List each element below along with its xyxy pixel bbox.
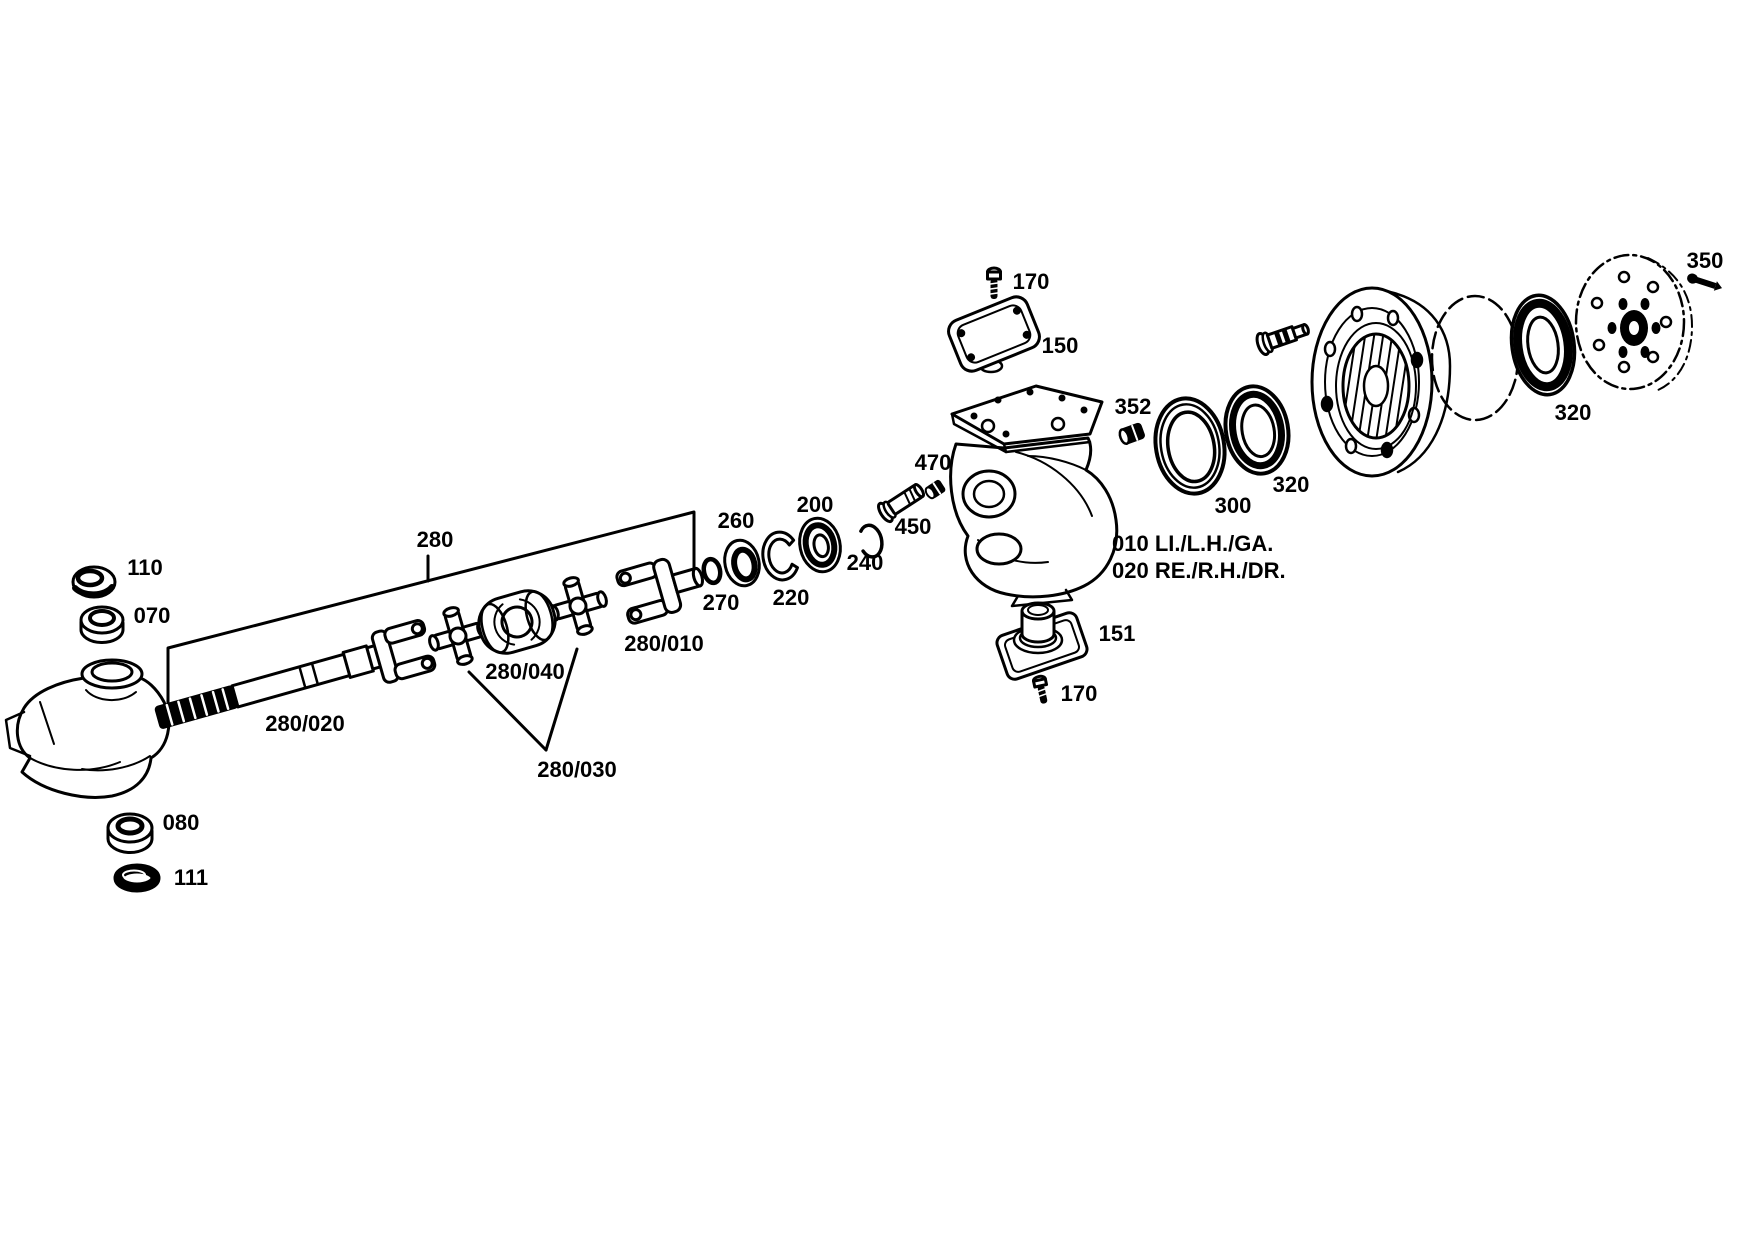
flange-350 [1574, 253, 1693, 391]
variant-note-line2: 020 RE./R.H./DR. [1112, 558, 1286, 583]
label-200: 200 [797, 492, 834, 517]
gasket-ring [1430, 294, 1520, 422]
bearing-200 [798, 516, 842, 574]
label-280-010: 280/010 [624, 631, 704, 656]
bearing-080 [106, 812, 154, 854]
bearing-ring-320-mid [1223, 384, 1291, 476]
label-280-040: 280/040 [485, 659, 565, 684]
axle-shaft-280-020 [154, 619, 437, 729]
label-280: 280 [417, 527, 454, 552]
cover-plate-150 [947, 295, 1041, 374]
label-111: 111 [174, 865, 208, 890]
label-280-030: 280/030 [537, 757, 617, 782]
seal-ring-110 [71, 565, 117, 599]
hex-bolt-450 [877, 483, 926, 524]
seal-ring-300 [1153, 396, 1227, 496]
label-350: 350 [1687, 248, 1724, 273]
label-150: 150 [1042, 333, 1079, 358]
label-270: 270 [703, 590, 740, 615]
bolt-350 [1687, 273, 1723, 291]
hub-stud-holes [1320, 305, 1424, 459]
wheel-stud-bolt [1255, 323, 1310, 357]
label-352: 352 [1115, 394, 1152, 419]
label-300: 300 [1215, 493, 1252, 518]
label-080: 080 [163, 810, 200, 835]
joint-yoke-280-010 [615, 557, 704, 625]
wheel-hub [1310, 286, 1452, 478]
bushing-352 [1118, 422, 1145, 446]
seal-ring-111 [113, 863, 161, 893]
label-070: 070 [134, 603, 171, 628]
bolt-170-bottom [1032, 674, 1049, 704]
knuckle-housing-left [4, 658, 171, 799]
label-280-020: 280/020 [265, 711, 345, 736]
label-240: 240 [847, 550, 884, 575]
label-110: 110 [127, 555, 163, 580]
label-450: 450 [895, 514, 932, 539]
bolt-170-top [986, 266, 1002, 299]
group-280-bracket [166, 510, 696, 724]
snap-ring-240 [859, 523, 884, 559]
label-220: 220 [773, 585, 810, 610]
u-joint-cross-1 [428, 606, 488, 666]
knuckle-housing-right [949, 384, 1119, 608]
double-joint-cage-280-040 [477, 589, 557, 655]
ring-270 [701, 556, 723, 586]
label-260: 260 [718, 508, 755, 533]
part-labels: 110 070 080 111 280 280/020 280/040 280/… [127, 248, 1723, 890]
label-170-bottom: 170 [1061, 681, 1098, 706]
bearing-070 [79, 605, 125, 644]
hex-nut-470 [924, 479, 946, 500]
label-320-mid: 320 [1273, 472, 1310, 497]
leader-lines-280-030 [467, 647, 579, 752]
seal-ring-320-right [1509, 293, 1577, 397]
label-151: 151 [1099, 621, 1136, 646]
variant-note-line1: 010 LI./L.H./GA. [1112, 531, 1273, 556]
shaft-seal-260 [723, 538, 761, 588]
bearing-cap-151 [995, 601, 1089, 681]
label-320-right: 320 [1555, 400, 1592, 425]
snap-ring-220 [761, 530, 799, 582]
label-170-top: 170 [1013, 269, 1050, 294]
label-470: 470 [915, 450, 952, 475]
